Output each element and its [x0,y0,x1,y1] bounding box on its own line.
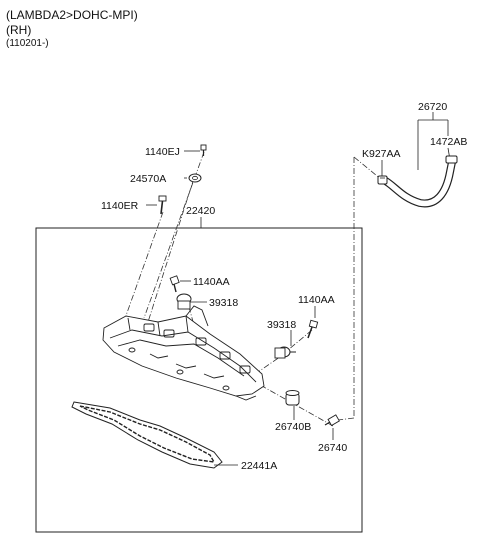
bolt-1140EJ-icon [200,144,207,156]
side-spec: (RH) [6,23,32,37]
clamp-1472AB-icon [445,155,458,164]
label-39318-left: 39318 [209,297,238,309]
label-1140AA-left: 1140AA [193,276,230,288]
label-1140AA-right: 1140AA [298,294,335,306]
label-1140ER: 1140ER [101,200,139,212]
pcv-valve-26740-icon [324,414,340,427]
label-26740B: 26740B [275,421,311,433]
label-1472AB: 1472AB [430,136,467,148]
label-1140EJ: 1140EJ [145,146,180,158]
grommet-24570A-icon [188,173,202,183]
grommet-26740B-icon [285,390,300,406]
bolt-1140ER-icon [158,195,167,215]
seal-39318-left-icon [176,293,192,310]
label-26740: 26740 [318,442,347,454]
bolt-1140AA-right-icon [307,319,319,339]
seal-39318-right-icon [274,346,296,359]
date-code: (110201-) [6,38,49,49]
engine-spec: (LAMBDA2>DOHC-MPI) [6,8,138,22]
label-24570A: 24570A [130,173,166,185]
breather-hose-26720-icon [380,155,457,208]
solid-leaders [146,112,451,466]
cylinder-head-cover-22420 [102,305,265,401]
label-22441A: 22441A [241,460,277,472]
clamp-K927AA-icon [377,175,388,185]
label-22420: 22420 [186,205,215,217]
label-39318-right: 39318 [267,319,296,331]
label-26720: 26720 [418,101,447,113]
label-K927AA: K927AA [362,148,401,160]
gasket-22441A [71,401,223,469]
assembly-frame [35,227,363,533]
leader-lines [117,151,383,427]
bolt-1140AA-left-icon [169,275,180,293]
